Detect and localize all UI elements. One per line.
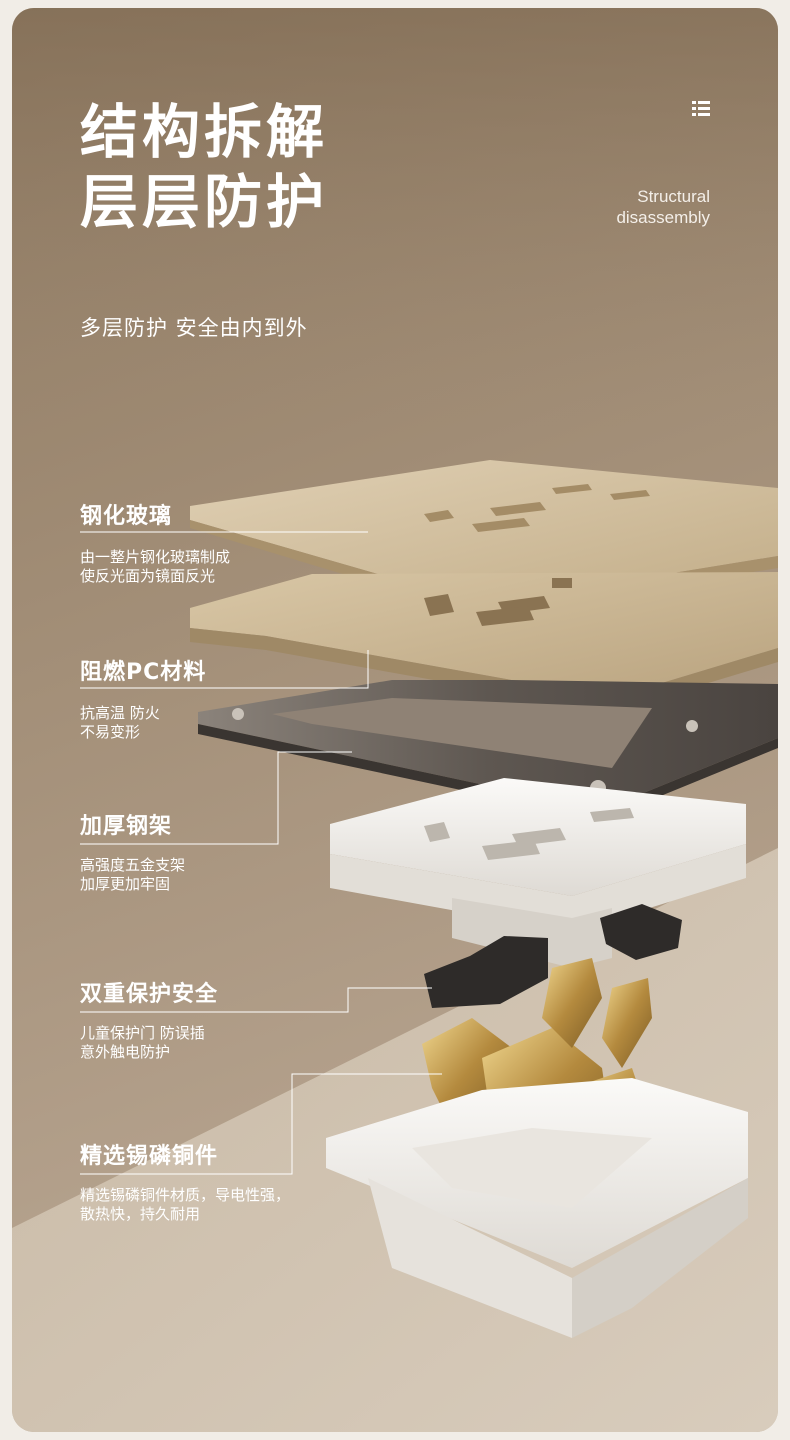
section-subtitle: 多层防护 安全由内到外: [80, 316, 308, 340]
callout-line-pc: [80, 650, 369, 689]
label-tempered-glass: 钢化玻璃: [80, 504, 173, 529]
callout-line-copper: [80, 1073, 442, 1175]
desc-line: 高强度五金支架: [80, 856, 186, 874]
english-subtitle: Structural disassembly: [616, 186, 710, 228]
desc-line: 意外触电防护: [80, 1043, 171, 1061]
thick-steel-frame: [198, 680, 778, 820]
callout-line-steel: [80, 751, 352, 845]
tempered-glass-panel: [190, 460, 778, 616]
label-pc-material: 阻燃PC材料: [80, 660, 207, 685]
desc-line: 不易变形: [80, 723, 141, 741]
desc-line: 散热快，持久耐用: [80, 1205, 201, 1223]
list-icon: [692, 101, 710, 116]
desc-line: 儿童保护门 防误插: [80, 1024, 205, 1042]
english-line1: Structural: [637, 187, 710, 206]
label-steel-frame: 加厚钢架: [80, 814, 173, 839]
socket-exploded-view: [80, 460, 778, 1338]
desc-line: 精选锡磷铜件材质，导电性强，: [80, 1186, 291, 1204]
callout-lines: [80, 531, 442, 1175]
desc-copper-parts: 精选锡磷铜件材质，导电性强， 散热快，持久耐用: [80, 1186, 290, 1224]
callout-line-shutter: [80, 987, 432, 1013]
page-title-line1: 结构拆解: [80, 98, 329, 166]
desc-line: 使反光面为镜面反光: [80, 567, 216, 585]
desc-steel-frame: 高强度五金支架 加厚更加牢固: [80, 856, 185, 894]
label-double-protection: 双重保护安全: [80, 982, 219, 1007]
desc-pc-material: 抗高温 防火 不易变形: [80, 704, 160, 742]
desc-line: 加厚更加牢固: [80, 875, 171, 893]
desc-double-protection: 儿童保护门 防误插 意外触电防护: [80, 1024, 205, 1062]
product-card: 结构拆解 层层防护 Structural disassembly 多层防护 安全…: [12, 8, 778, 1432]
flame-retardant-pc-plate: [190, 572, 778, 712]
desc-tempered-glass: 由一整片钢化玻璃制成 使反光面为镜面反光: [80, 548, 230, 586]
label-copper-parts: 精选锡磷铜件: [80, 1144, 219, 1169]
desc-line: 由一整片钢化玻璃制成: [80, 548, 231, 566]
socket-base-box: [326, 1078, 748, 1338]
child-safety-shutter: [424, 904, 682, 1008]
desc-line: 抗高温 防火: [80, 704, 160, 722]
english-line2: disassembly: [616, 208, 710, 227]
page-title-line2: 层层防护: [80, 168, 329, 236]
